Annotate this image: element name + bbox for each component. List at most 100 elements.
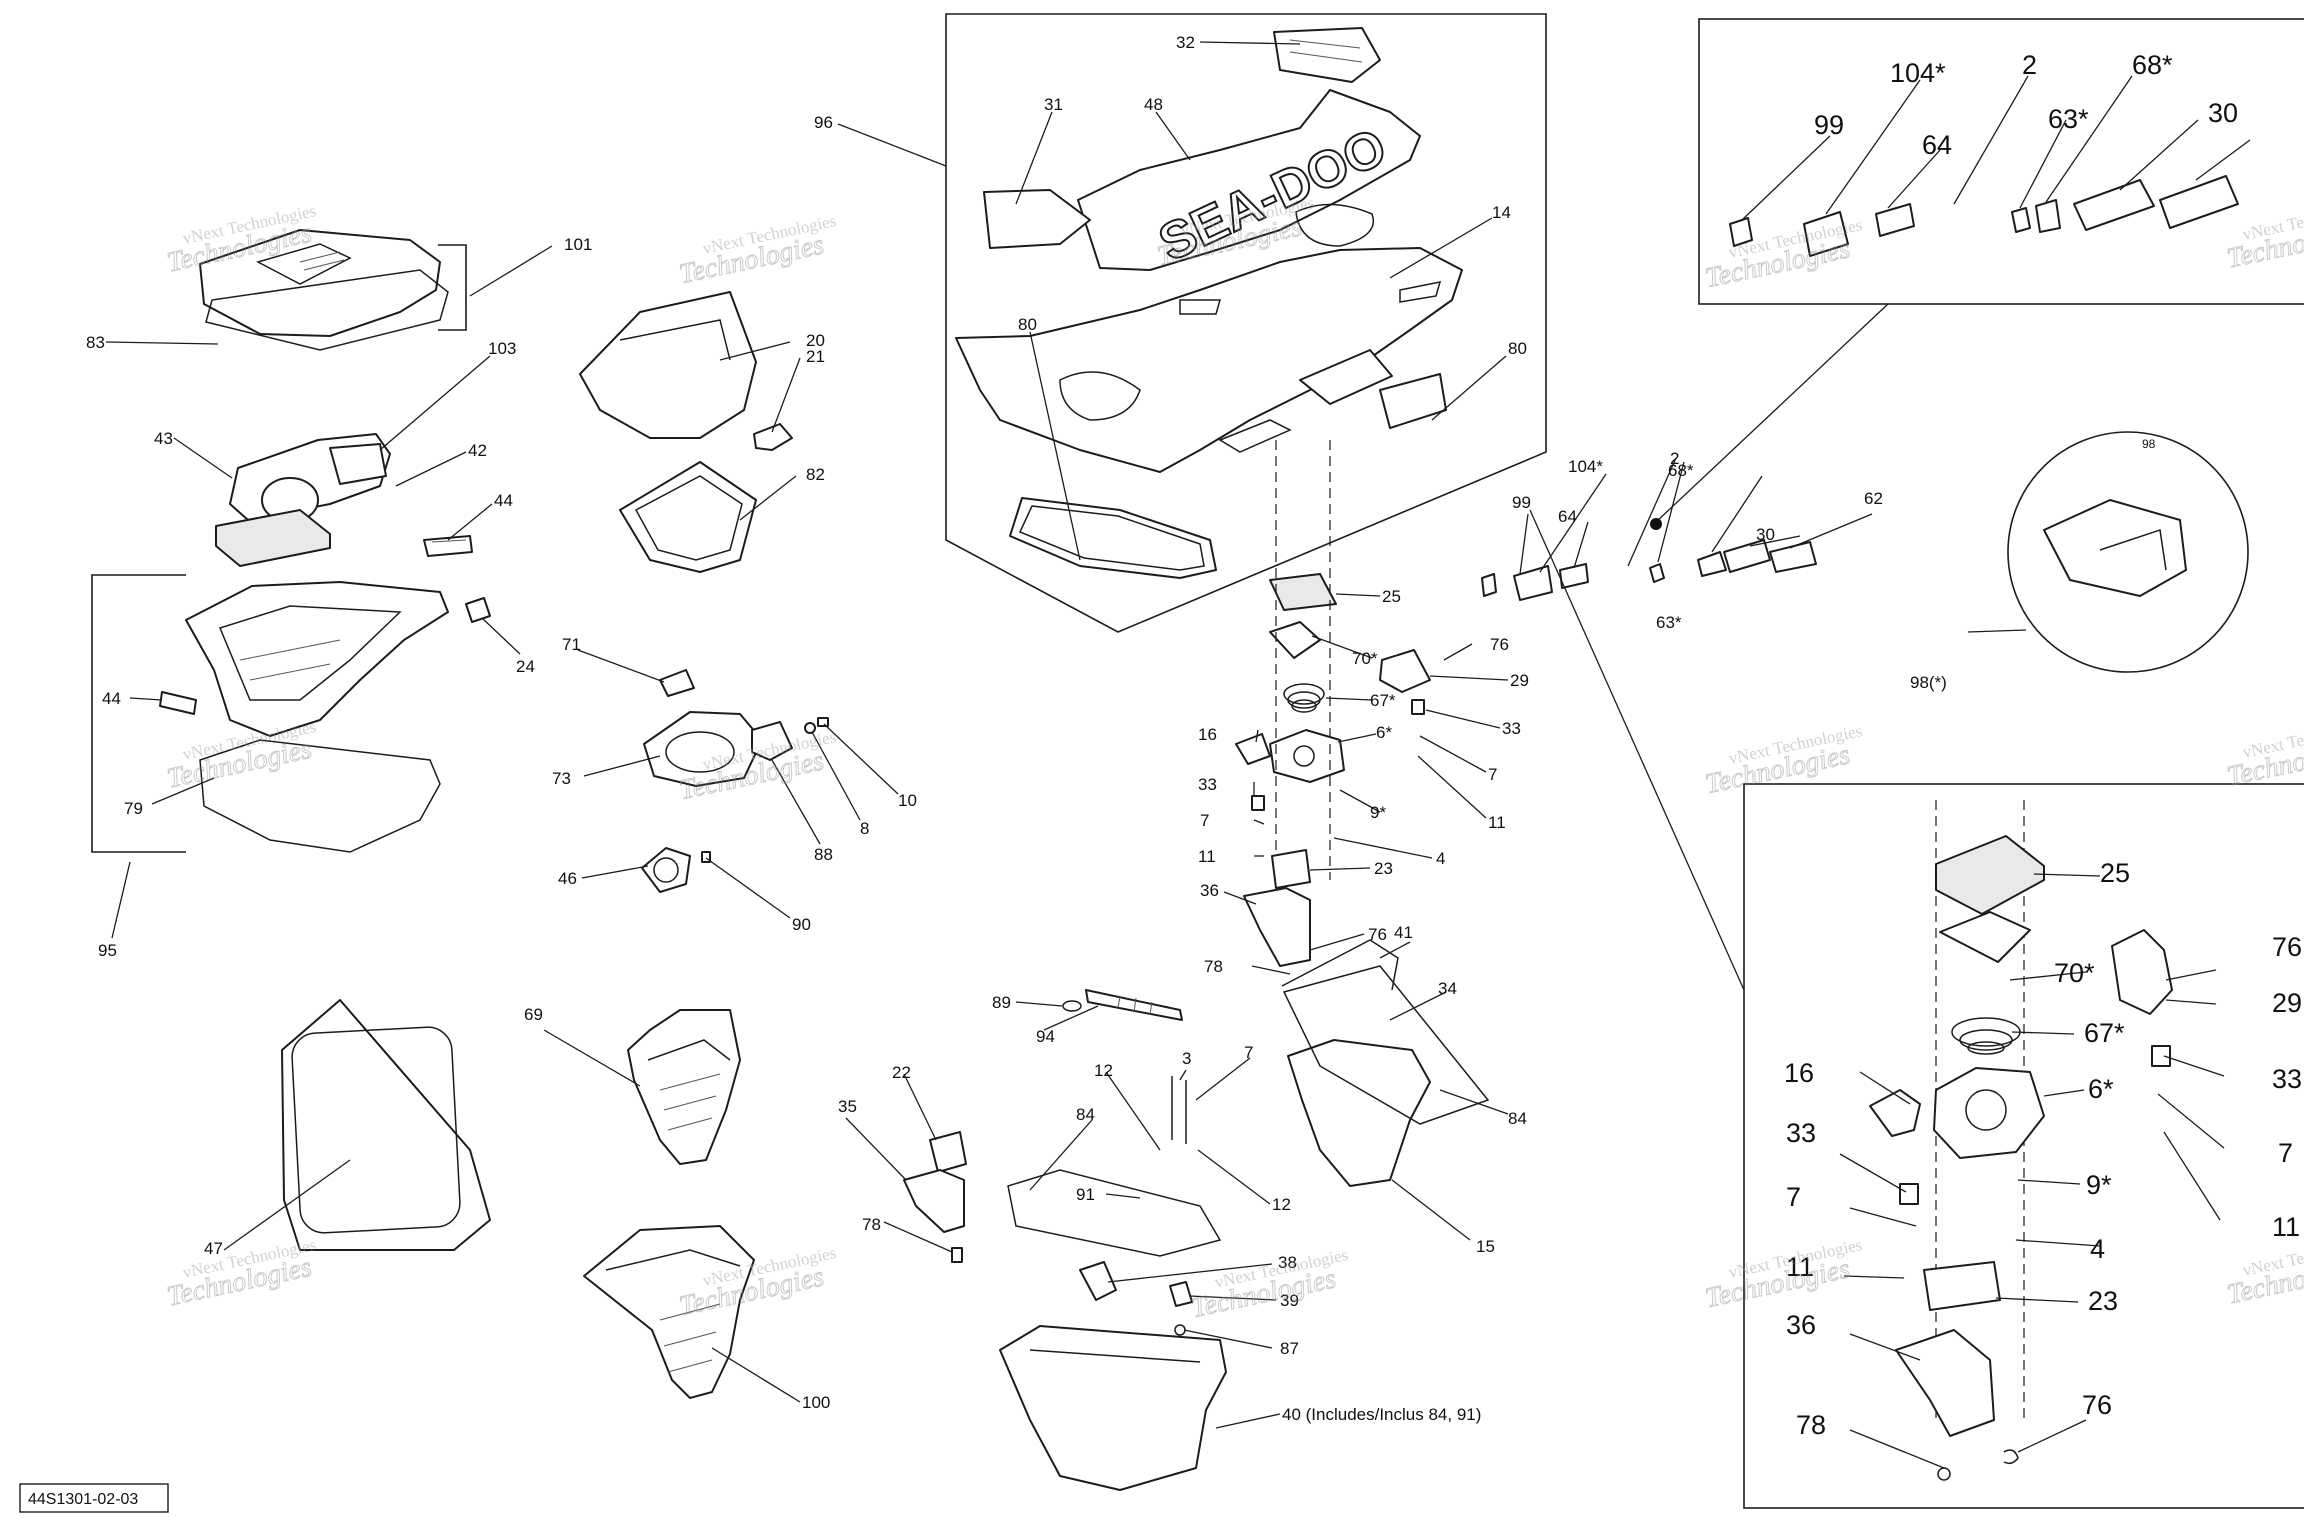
tray-47 bbox=[281, 999, 491, 1251]
detail-callout-67: 67* bbox=[2084, 1018, 2125, 1048]
storage-bin-69 bbox=[627, 1009, 741, 1165]
callout-41: 41 bbox=[1394, 923, 1413, 942]
callout-38: 38 bbox=[1278, 1253, 1297, 1272]
callout-22: 22 bbox=[892, 1063, 911, 1082]
callout-12a: 12 bbox=[1094, 1061, 1113, 1080]
gasket-83 bbox=[205, 269, 449, 351]
callout-46: 46 bbox=[558, 869, 577, 888]
bin-15 bbox=[1287, 1039, 1431, 1187]
detail-lever-29 bbox=[2111, 929, 2173, 1015]
callout-88: 88 bbox=[814, 845, 833, 864]
callout-78a: 78 bbox=[1204, 957, 1223, 976]
bottom-right-detail-frame bbox=[1743, 783, 2304, 1509]
gasket-84 bbox=[1282, 965, 1490, 1125]
glove-box-lid-20 bbox=[579, 291, 757, 439]
lock-large-104 bbox=[1803, 211, 1849, 257]
callout-101: 101 bbox=[564, 235, 592, 254]
detail-callout-23: 23 bbox=[2088, 1286, 2118, 1316]
detail-98-circle bbox=[2007, 431, 2249, 673]
watermark-2: vNext Technologies Technologies bbox=[676, 211, 838, 291]
callout-44b: 44 bbox=[102, 689, 121, 708]
callout-63b: 63* bbox=[2048, 104, 2089, 134]
nut-87 bbox=[1174, 1324, 1186, 1336]
callout-84a: 84 bbox=[1508, 1109, 1527, 1128]
gasket-82 bbox=[619, 461, 757, 573]
detail-callout-7a: 7 bbox=[2278, 1138, 2293, 1168]
detail-housing-36 bbox=[1895, 1329, 1995, 1437]
bracket-22 bbox=[929, 1131, 967, 1173]
callout-62: 62 bbox=[1864, 489, 1883, 508]
callout-76b: 76 bbox=[1368, 925, 1387, 944]
watermark-13: vNext Technologies Technologies bbox=[1702, 1235, 1864, 1315]
callout-73: 73 bbox=[552, 769, 571, 788]
callout-79: 79 bbox=[124, 799, 143, 818]
detail-clip-76b bbox=[2003, 1449, 2019, 1465]
lock-large-68 bbox=[2035, 199, 2061, 233]
callout-47: 47 bbox=[204, 1239, 223, 1258]
callout-40: 40 (Includes/Inclus 84, 91) bbox=[1282, 1405, 1481, 1424]
lock-small-99 bbox=[1481, 573, 1497, 597]
callout-80b: 80 bbox=[1508, 339, 1527, 358]
latch-mechanism-6 bbox=[1269, 729, 1345, 783]
lock-large-63 bbox=[2011, 207, 2031, 233]
detail-callout-11a: 11 bbox=[2272, 1212, 2300, 1242]
watermark-8: vNext Technologies Technologies bbox=[1702, 721, 1864, 801]
callout-71: 71 bbox=[562, 635, 581, 654]
detail-callout-7b: 7 bbox=[1786, 1182, 1801, 1212]
callout-76a: 76 bbox=[1490, 635, 1509, 654]
frame-41 bbox=[1281, 939, 1399, 991]
diagram-id: 44S1301-02-03 bbox=[28, 1491, 138, 1508]
lock-small-68 bbox=[1697, 551, 1727, 577]
callout-64a: 64 bbox=[1558, 507, 1577, 526]
watermark-12: vNext Technologies Technologies bbox=[1188, 1245, 1350, 1325]
callout-104a: 104* bbox=[1568, 457, 1603, 476]
detail-plate-70 bbox=[1939, 911, 2031, 963]
hardware-3 bbox=[1171, 1076, 1187, 1144]
callout-2b: 2 bbox=[2022, 50, 2037, 80]
callout-68a: 68* bbox=[1668, 461, 1694, 480]
callout-labels: 32 31 48 96 14 80 80 25 101 83 103 43 42… bbox=[86, 33, 2302, 1440]
detail-callout-29: 29 bbox=[2272, 988, 2302, 1018]
screw-78b bbox=[951, 1247, 963, 1263]
callout-90: 90 bbox=[792, 915, 811, 934]
callout-80a: 80 bbox=[1018, 315, 1037, 334]
leader-lines bbox=[105, 41, 2251, 1469]
detail-callout-33b: 33 bbox=[1786, 1118, 1816, 1148]
callout-89: 89 bbox=[992, 993, 1011, 1012]
bumper-33b bbox=[1251, 795, 1265, 811]
glove-box-assembly-73 bbox=[643, 711, 763, 787]
callout-21: 21 bbox=[806, 347, 825, 366]
seat-base-14 bbox=[955, 247, 1463, 473]
callout-12b: 12 bbox=[1272, 1195, 1291, 1214]
lock-small-104 bbox=[1513, 565, 1553, 601]
callout-99a: 99 bbox=[1512, 493, 1531, 512]
callout-6: 6* bbox=[1376, 723, 1392, 742]
striker-housing-36 bbox=[1243, 887, 1311, 967]
knob-46 bbox=[641, 847, 691, 893]
dashed-latch-axis bbox=[1275, 440, 1331, 880]
detail-bumper-33b bbox=[1899, 1183, 1919, 1205]
callout-95: 95 bbox=[98, 941, 117, 960]
callout-78b: 78 bbox=[862, 1215, 881, 1234]
bracket-101 bbox=[438, 244, 467, 331]
cap-71 bbox=[659, 669, 695, 697]
detail-latch-6 bbox=[1933, 1067, 2045, 1159]
callout-67: 67* bbox=[1370, 691, 1396, 710]
callout-7c: 7 bbox=[1244, 1043, 1253, 1062]
hinge-38 bbox=[1079, 1261, 1117, 1301]
filter-pad-42 bbox=[215, 509, 331, 567]
gasket-79 bbox=[199, 739, 441, 853]
seat-cover-31 bbox=[983, 189, 1091, 249]
detail-handle-16 bbox=[1869, 1089, 1921, 1137]
callout-4: 4 bbox=[1436, 849, 1445, 868]
callout-87: 87 bbox=[1280, 1339, 1299, 1358]
callout-98s: 98(*) bbox=[1910, 673, 1947, 692]
callout-83: 83 bbox=[86, 333, 105, 352]
detail-bumper-33a bbox=[2151, 1045, 2171, 1067]
callout-48: 48 bbox=[1144, 95, 1163, 114]
detail-striker-23 bbox=[1923, 1261, 2001, 1311]
callout-11b: 11 bbox=[1198, 847, 1216, 866]
seat-cover-32 bbox=[1273, 27, 1381, 83]
callout-63a: 63* bbox=[1656, 613, 1682, 632]
detail-callout-4: 4 bbox=[2090, 1234, 2105, 1264]
